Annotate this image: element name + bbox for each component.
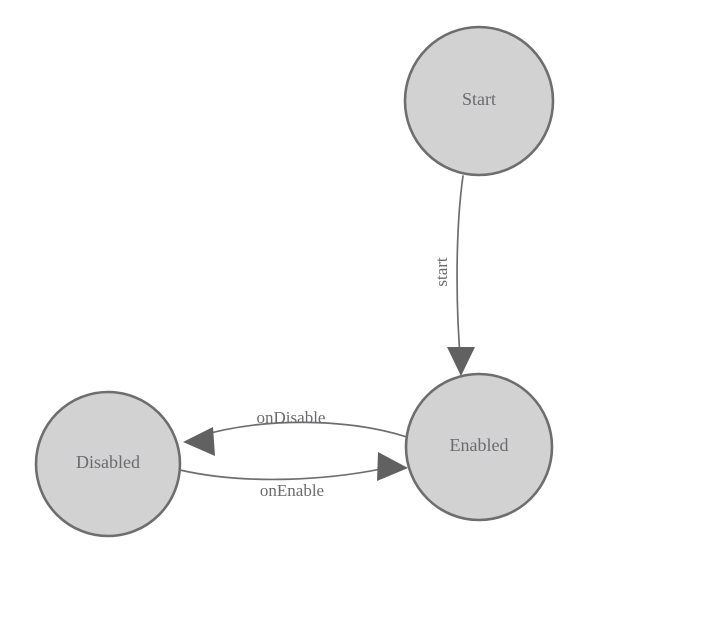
edge-label-onenable: onEnable (260, 481, 324, 500)
edge-label-group: start onDisable onEnable (257, 257, 451, 500)
arrowhead-icon-start-to-enabled (447, 347, 475, 376)
edge-label-start: start (432, 257, 451, 287)
state-node-disabled[interactable]: Disabled (34, 390, 182, 538)
state-node-start-shape (403, 25, 555, 177)
edge-line-enabled-to-disabled (195, 421, 408, 438)
edge-enabled-to-disabled[interactable] (183, 421, 408, 456)
edge-line-start-to-enabled (456, 175, 464, 369)
state-node-enabled-shape (404, 372, 554, 522)
state-node-start[interactable]: Start (403, 25, 555, 177)
edge-line-disabled-to-enabled (179, 465, 396, 481)
edge-start-to-enabled[interactable] (447, 175, 475, 376)
state-node-disabled-shape (34, 390, 182, 538)
state-node-enabled[interactable]: Enabled (404, 372, 554, 522)
state-node-disabled-label: Disabled (76, 452, 140, 472)
state-node-enabled-label: Enabled (450, 435, 509, 455)
node-group: Start Enabled Disabled (34, 25, 555, 538)
edge-disabled-to-enabled[interactable] (179, 452, 408, 481)
arrowhead-icon-disabled-to-enabled (377, 452, 408, 481)
edge-group (179, 175, 475, 481)
arrowhead-icon-enabled-to-disabled (183, 427, 215, 456)
state-node-start-label: Start (462, 89, 496, 109)
edge-label-ondisable: onDisable (257, 408, 326, 427)
